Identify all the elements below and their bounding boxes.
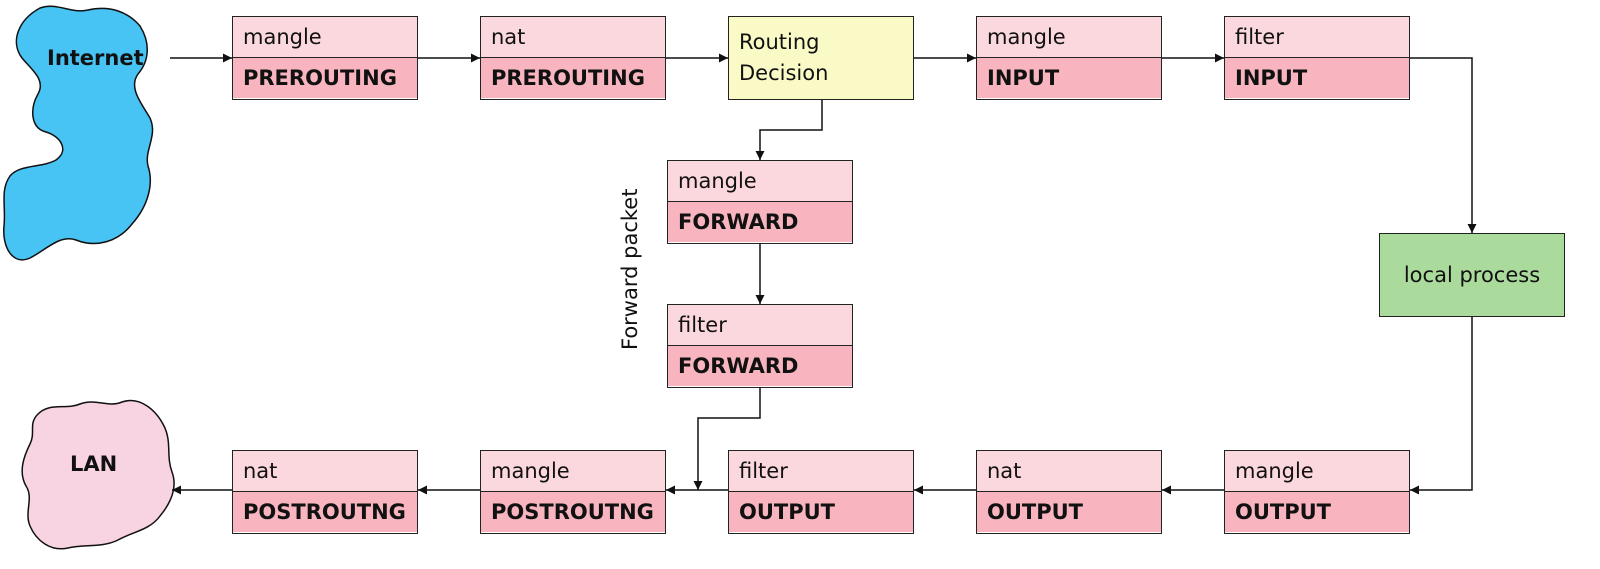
filter-input-box: filter INPUT <box>1224 16 1410 100</box>
table-name: mangle <box>233 17 417 58</box>
mangle-forward-box: mangle FORWARD <box>667 160 853 244</box>
chain-name: FORWARD <box>668 202 852 242</box>
lan-cloud <box>21 399 175 550</box>
local-process-box: local process <box>1379 233 1565 317</box>
table-name: filter <box>1225 17 1409 58</box>
forward-packet-label: Forward packet <box>618 188 642 350</box>
table-name: mangle <box>481 451 665 492</box>
chain-name: INPUT <box>1225 58 1409 98</box>
chain-name: INPUT <box>977 58 1161 98</box>
nat-postrouting-box: nat POSTROUTNG <box>232 450 418 534</box>
chain-name: OUTPUT <box>1225 492 1409 532</box>
chain-name: POSTROUTNG <box>233 492 417 532</box>
internet-label: Internet <box>47 46 144 70</box>
arrow-local-to-mangle-output <box>1410 317 1473 495</box>
filter-output-box: filter OUTPUT <box>728 450 914 534</box>
mangle-output-box: mangle OUTPUT <box>1224 450 1410 534</box>
chain-name: OUTPUT <box>977 492 1161 532</box>
table-name: nat <box>233 451 417 492</box>
arrow-to-local-process <box>1410 57 1477 233</box>
nat-output-box: nat OUTPUT <box>976 450 1162 534</box>
filter-forward-box: filter FORWARD <box>667 304 853 388</box>
table-name: mangle <box>668 161 852 202</box>
chain-name: OUTPUT <box>729 492 913 532</box>
table-name: mangle <box>1225 451 1409 492</box>
table-name: nat <box>977 451 1161 492</box>
mangle-input-box: mangle INPUT <box>976 16 1162 100</box>
mangle-postrouting-box: mangle POSTROUTNG <box>480 450 666 534</box>
table-name: filter <box>729 451 913 492</box>
arrow-routing-to-mangle-forward <box>755 100 823 160</box>
table-name: nat <box>481 17 665 58</box>
nat-prerouting-box: nat PREROUTING <box>480 16 666 100</box>
routing-line-2: Decision <box>739 61 829 85</box>
internet-cloud <box>3 5 154 261</box>
chain-name: PREROUTING <box>481 58 665 98</box>
chain-name: PREROUTING <box>233 58 417 98</box>
chain-name: FORWARD <box>668 346 852 386</box>
lan-label: LAN <box>70 452 118 476</box>
table-name: mangle <box>977 17 1161 58</box>
chain-name: POSTROUTNG <box>481 492 665 532</box>
table-name: filter <box>668 305 852 346</box>
routing-line-1: Routing <box>739 30 820 54</box>
arrow-filter-forward-to-output <box>693 388 761 490</box>
mangle-prerouting-box: mangle PREROUTING <box>232 16 418 100</box>
routing-decision-box: Routing Decision <box>728 16 914 100</box>
